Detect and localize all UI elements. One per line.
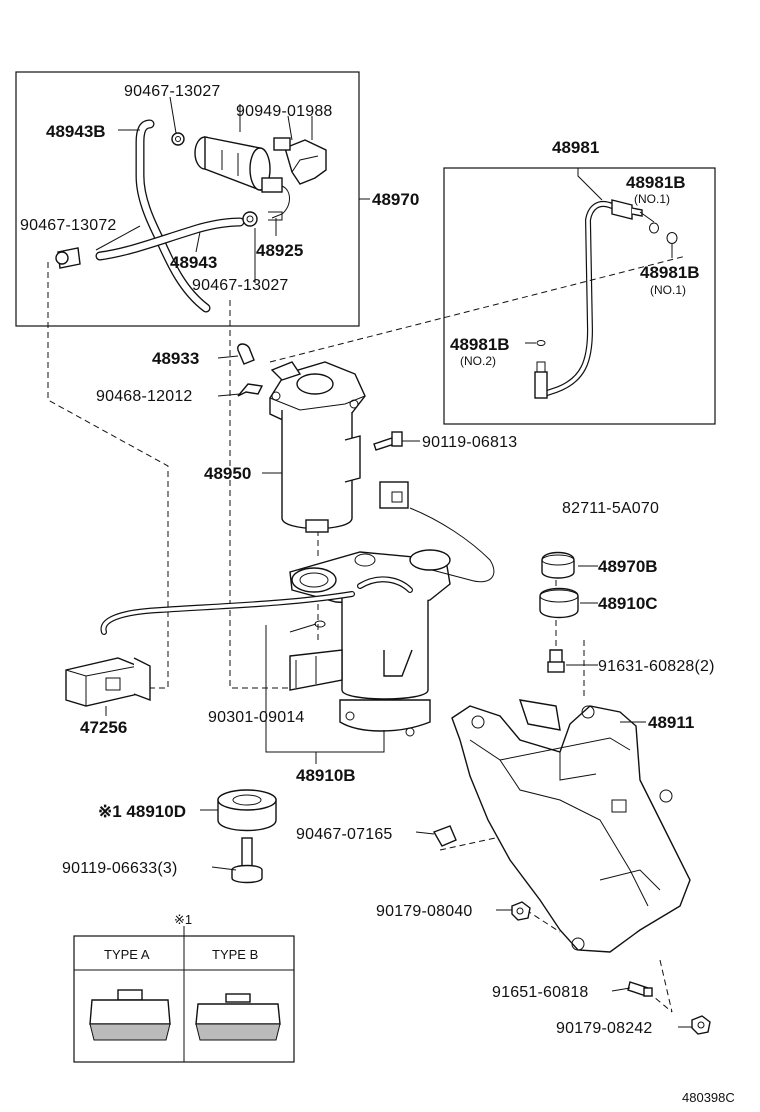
label-48943: 48943 [170, 253, 217, 272]
table-header-type-a: TYPE A [104, 947, 150, 962]
nut-90179-08242 [691, 1015, 711, 1035]
o-ring-48981B-2 [666, 232, 678, 244]
type-table [73, 926, 295, 1063]
note-48981B-1: (NO.1) [634, 192, 670, 206]
nut-90179-08040 [511, 901, 531, 921]
clip-48933 [237, 343, 255, 365]
hose-48943B [135, 119, 211, 313]
label-48911: 48911 [648, 713, 694, 732]
sensor-wire-48981 [534, 199, 643, 399]
relay-47256 [65, 657, 151, 707]
clamp-90467-13027-b [242, 211, 258, 227]
bolt-91651-60818 [627, 981, 653, 997]
cushion-48910C [539, 587, 579, 619]
label-91631-60828: 91631-60828(2) [598, 658, 715, 675]
label-48981: 48981 [552, 138, 599, 157]
label-48950: 48950 [204, 464, 251, 483]
hose-48943 [95, 217, 245, 261]
label-48910C: 48910C [598, 594, 658, 613]
label-48933: 48933 [152, 349, 199, 368]
label-48981B-1: 48981B [626, 173, 686, 192]
note-48981B-3: (NO.2) [460, 354, 496, 368]
label-90119-06813: 90119-06813 [422, 434, 517, 451]
air-dryer-filter [194, 136, 290, 219]
table-note: ※1 [174, 912, 192, 927]
table-header-type-b: TYPE B [212, 947, 258, 962]
bracket-48911 [451, 699, 691, 953]
label-90119-06633: 90119-06633(3) [62, 860, 177, 877]
label-48970B: 48970B [598, 557, 658, 576]
dryer-canister-48950 [269, 361, 366, 533]
cushion-48910D [217, 789, 277, 832]
note-48981B-2: (NO.1) [650, 283, 686, 297]
clamp-90467-13027-a [171, 132, 185, 146]
label-90179-08242: 90179-08242 [556, 1020, 653, 1037]
bolt-90119-06633 [231, 837, 263, 884]
label-90949-01988: 90949-01988 [236, 103, 333, 120]
label-91651-60818: 91651-60818 [492, 984, 589, 1001]
o-ring-48981B-1 [649, 222, 659, 234]
cushion-48970B [541, 551, 575, 579]
label-48910B: 48910B [296, 766, 356, 785]
label-90467-07165: 90467-07165 [296, 826, 393, 843]
label-90468-12012: 90468-12012 [96, 388, 193, 405]
label-48943B: 48943B [46, 122, 106, 141]
clip-48925 [268, 211, 283, 221]
sensor-assembly-frame [443, 167, 716, 425]
label-48910D: ※1 48910D [98, 802, 186, 821]
label-90179-08040: 90179-08040 [376, 903, 473, 920]
label-48970: 48970 [372, 190, 419, 209]
type-a-cushion [89, 989, 171, 1041]
label-47256: 47256 [80, 718, 127, 737]
label-90467-13027-b: 90467-13027 [192, 277, 289, 294]
grommet-90467-07165 [432, 825, 457, 847]
clip-90468-12012 [237, 383, 264, 397]
compressor-48910B [289, 549, 451, 737]
label-90467-13027-a: 90467-13027 [124, 83, 221, 100]
o-ring-48981B-3 [536, 340, 546, 346]
label-48981B-3: 48981B [450, 335, 510, 354]
label-90301-09014: 90301-09014 [208, 709, 305, 726]
label-90467-13072: 90467-13072 [20, 217, 117, 234]
label-82711-5A070: 82711-5A070 [562, 500, 659, 517]
harness-cable [100, 481, 495, 635]
connector-90467-13072 [55, 247, 81, 269]
bolt-91631-60828 [547, 649, 565, 673]
label-48925: 48925 [256, 241, 303, 260]
diagram-id: 480398C [682, 1090, 735, 1105]
bracket-90949-01988 [273, 137, 327, 185]
bolt-90119-06813 [373, 431, 403, 451]
label-48981B-2: 48981B [640, 263, 700, 282]
type-b-cushion [195, 993, 281, 1041]
